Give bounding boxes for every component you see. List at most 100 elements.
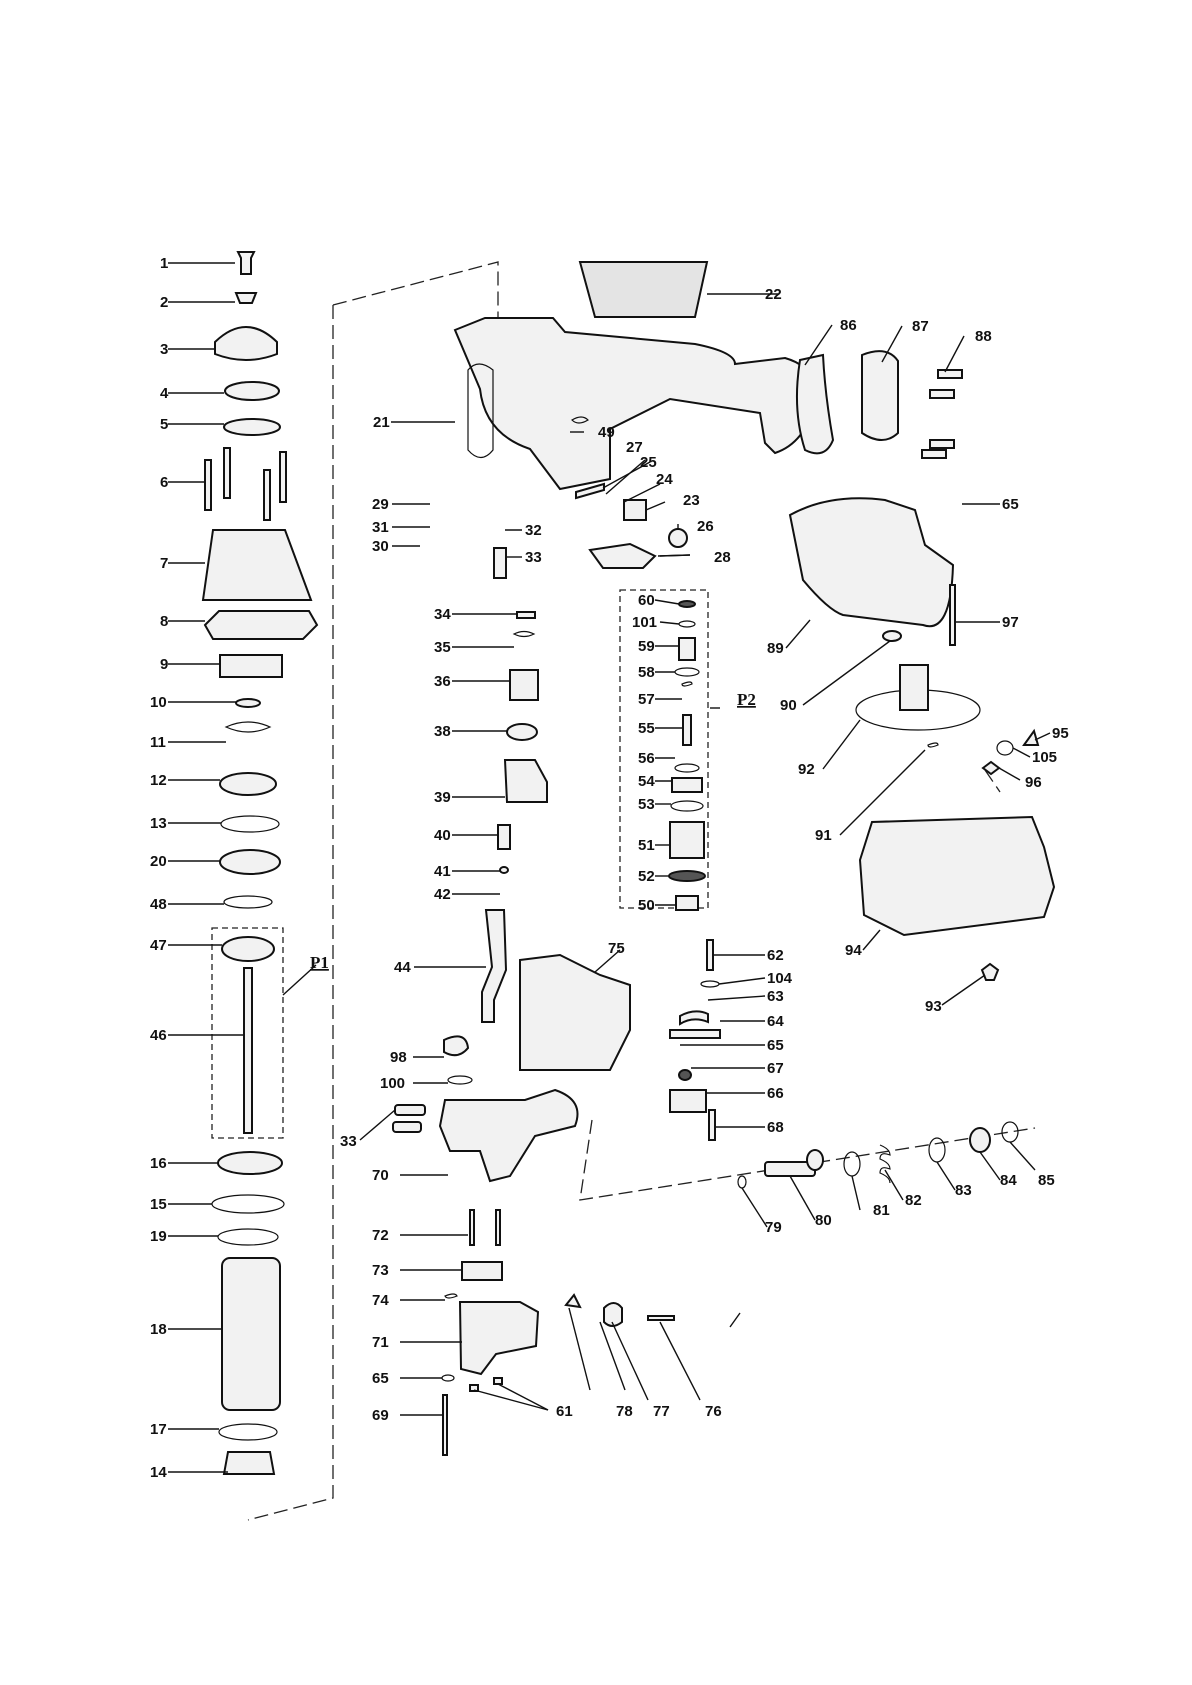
part-label-71: 71 xyxy=(372,1334,389,1351)
part-label-72: 72 xyxy=(372,1227,389,1244)
part-label-104: 104 xyxy=(767,970,793,987)
part-label-1: 1 xyxy=(160,255,168,272)
part-label-89: 89 xyxy=(767,640,784,657)
housing-parts xyxy=(453,261,899,491)
part-label-96: 96 xyxy=(1025,774,1042,791)
part-label-11: 11 xyxy=(150,734,166,751)
part-label-62: 62 xyxy=(767,947,784,964)
part-label-48: 48 xyxy=(150,896,167,913)
part-label-79: 79 xyxy=(765,1219,782,1236)
part-label-57: 57 xyxy=(638,691,655,708)
part-label-6: 6 xyxy=(160,474,168,491)
part-label-76: 76 xyxy=(705,1403,722,1420)
part-label-55: 55 xyxy=(638,720,655,737)
part-label-23: 23 xyxy=(683,492,700,509)
part-label-65-upper: 65 xyxy=(1002,496,1019,513)
part-label-8: 8 xyxy=(160,613,168,630)
part-label-90: 90 xyxy=(780,697,797,714)
part-label-13: 13 xyxy=(150,815,167,832)
part-label-29: 29 xyxy=(372,496,389,513)
part-label-19: 19 xyxy=(150,1228,167,1245)
part-label-91: 91 xyxy=(815,827,832,844)
part-label-26: 26 xyxy=(697,518,714,535)
part-label-69: 69 xyxy=(372,1407,389,1424)
part-label-16: 16 xyxy=(150,1155,167,1172)
part-label-56: 56 xyxy=(638,750,655,767)
part-label-2: 2 xyxy=(160,294,168,311)
part-label-46: 46 xyxy=(150,1027,167,1044)
part-label-64: 64 xyxy=(767,1013,784,1030)
part-label-42: 42 xyxy=(434,886,451,903)
part-label-5: 5 xyxy=(160,416,168,433)
part-number-labels: 1 2 3 4 5 6 7 8 9 10 11 12 13 20 48 47 4… xyxy=(150,255,1069,1481)
part-label-74: 74 xyxy=(372,1292,389,1309)
part-label-63: 63 xyxy=(767,988,784,1005)
part-label-93: 93 xyxy=(925,998,942,1015)
part-label-59: 59 xyxy=(638,638,655,655)
part-label-17: 17 xyxy=(150,1421,167,1438)
part-label-101: 101 xyxy=(632,614,657,631)
part-label-21: 21 xyxy=(373,414,390,431)
part-label-105: 105 xyxy=(1032,749,1057,766)
part-label-84: 84 xyxy=(1000,1172,1017,1189)
part-label-9: 9 xyxy=(160,656,168,673)
part-label-38: 38 xyxy=(434,723,451,740)
part-label-73: 73 xyxy=(372,1262,389,1279)
part-label-50: 50 xyxy=(638,897,655,914)
magazine-parts xyxy=(788,369,1056,981)
part-label-83: 83 xyxy=(955,1182,972,1199)
part-label-32: 32 xyxy=(525,522,542,539)
part-label-82: 82 xyxy=(905,1192,922,1209)
assembly-boundaries xyxy=(211,261,1036,1521)
part-label-65-middle: 65 xyxy=(767,1037,784,1054)
part-label-49: 49 xyxy=(598,424,615,441)
part-label-85: 85 xyxy=(1038,1172,1055,1189)
part-label-22: 22 xyxy=(765,286,782,303)
part-label-78: 78 xyxy=(616,1403,633,1420)
part-label-30: 30 xyxy=(372,538,389,555)
part-label-94: 94 xyxy=(845,942,862,959)
part-label-18: 18 xyxy=(150,1321,167,1338)
trigger-valve-parts xyxy=(481,416,688,1023)
part-label-33-lower: 33 xyxy=(340,1133,357,1150)
part-label-51: 51 xyxy=(638,837,655,854)
part-label-44: 44 xyxy=(394,959,411,976)
part-label-86: 86 xyxy=(840,317,857,334)
part-label-92: 92 xyxy=(798,761,815,778)
part-label-95: 95 xyxy=(1052,725,1069,742)
part-label-70: 70 xyxy=(372,1167,389,1184)
part-label-15: 15 xyxy=(150,1196,167,1213)
part-label-52: 52 xyxy=(638,868,655,885)
part-label-12: 12 xyxy=(150,772,167,789)
part-label-14: 14 xyxy=(150,1464,167,1481)
part-label-27: 27 xyxy=(626,439,643,456)
part-label-77: 77 xyxy=(653,1403,670,1420)
part-label-88: 88 xyxy=(975,328,992,345)
part-label-4: 4 xyxy=(160,385,169,402)
left-column-parts xyxy=(201,251,319,1475)
part-label-41: 41 xyxy=(434,863,451,880)
group-label-p1: P1 xyxy=(310,953,329,972)
part-label-100: 100 xyxy=(380,1075,405,1092)
part-label-39: 39 xyxy=(434,789,451,806)
part-label-35: 35 xyxy=(434,639,451,656)
part-label-3: 3 xyxy=(160,341,168,358)
part-label-60: 60 xyxy=(638,592,655,609)
part-label-34: 34 xyxy=(434,606,451,623)
part-label-7: 7 xyxy=(160,555,168,572)
part-label-98: 98 xyxy=(390,1049,407,1066)
lower-body-parts xyxy=(392,953,675,1456)
part-label-87: 87 xyxy=(912,318,929,335)
part-label-33-upper: 33 xyxy=(525,549,542,566)
part-label-65-lower: 65 xyxy=(372,1370,389,1387)
part-label-47: 47 xyxy=(150,937,167,954)
group-label-p2: P2 xyxy=(737,690,756,709)
part-label-97: 97 xyxy=(1002,614,1019,631)
part-label-81: 81 xyxy=(873,1202,890,1219)
part-label-67: 67 xyxy=(767,1060,784,1077)
part-label-36: 36 xyxy=(434,673,451,690)
part-label-66: 66 xyxy=(767,1085,784,1102)
part-label-54: 54 xyxy=(638,773,655,790)
part-label-61: 61 xyxy=(556,1403,573,1420)
